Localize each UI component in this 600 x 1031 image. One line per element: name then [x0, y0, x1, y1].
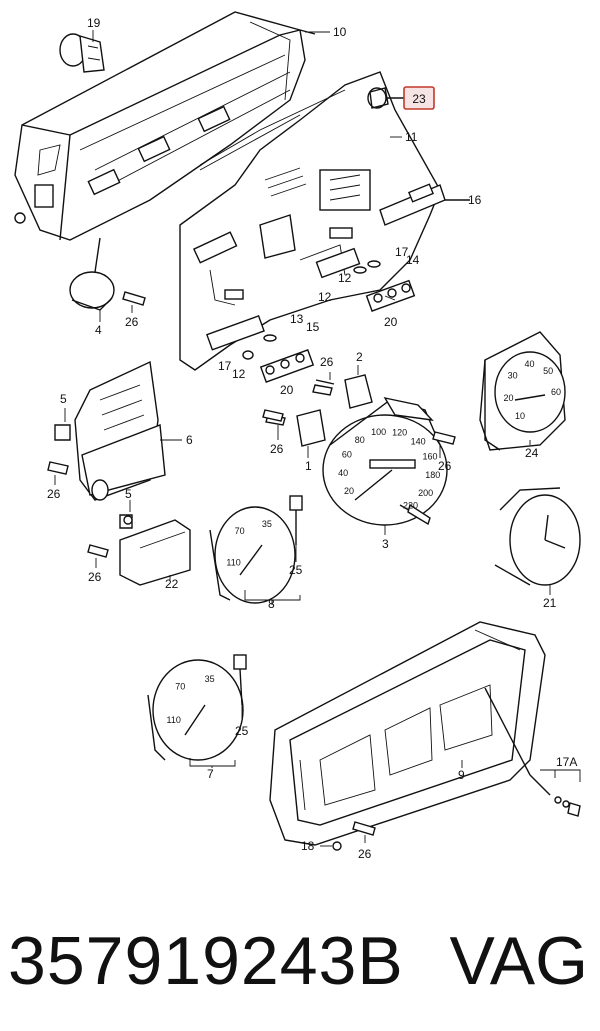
callout-16: 16 [468, 193, 482, 207]
callout-20-b: 20 [280, 383, 294, 397]
gauge-number: 70 [175, 681, 185, 691]
callout-12-b: 12 [318, 290, 332, 304]
part-9-instrument-frame [269, 621, 581, 851]
part-11-circuit-board [179, 71, 441, 371]
part-7-gauge: 110 70 35 [147, 654, 247, 761]
callout-11: 11 [405, 130, 418, 144]
callout-20-a: 20 [384, 315, 398, 329]
gauge-number: 35 [262, 519, 272, 529]
part-8-gauge: 110 70 35 [209, 495, 303, 604]
footer: 357919243B VAG [0, 905, 600, 1025]
gauge-number: 60 [551, 387, 561, 397]
brand-label: VAG [449, 923, 588, 999]
gauge-number: 200 [418, 488, 433, 498]
callout-17-b: 17 [218, 359, 232, 373]
leader-lines [54, 30, 581, 847]
gauge-number: 10 [515, 411, 525, 421]
gauge-number: 20 [344, 486, 354, 496]
callout-23-highlight [403, 86, 435, 110]
callout-25-a: 25 [289, 563, 303, 577]
gauge-number: 110 [226, 557, 240, 567]
callout-23: 23 [412, 92, 426, 106]
callout-2: 2 [356, 350, 363, 364]
bulb-group-lower [205, 315, 315, 383]
callout-26-e: 26 [47, 487, 61, 501]
callout-7: 7 [207, 767, 214, 781]
part-22-stabilizer [87, 514, 191, 586]
gauge-number: 30 [508, 371, 518, 381]
callout-21: 21 [543, 596, 557, 610]
callout-26-f: 26 [88, 570, 102, 584]
gauge-number: 100 [371, 427, 386, 437]
part-4-control-unit [69, 237, 146, 311]
part-21-clock [494, 487, 581, 586]
gauge-number: 50 [543, 366, 553, 376]
part-number: 357919243B [8, 923, 404, 999]
callout-17A: 17A [556, 755, 577, 769]
gauge-number: 160 [422, 452, 437, 462]
exploded-parts-diagram: 23 [14, 11, 581, 861]
callout-5-a: 5 [60, 392, 67, 406]
callout-14: 14 [406, 253, 420, 267]
callout-12-c: 12 [232, 367, 246, 381]
gauge-number: 120 [392, 427, 407, 437]
callout-26-g: 26 [358, 847, 372, 861]
part-1-connector [265, 409, 326, 447]
callout-26-a: 26 [125, 315, 139, 329]
callout-26-d: 26 [438, 459, 452, 473]
callout-22: 22 [165, 577, 179, 591]
callout-26-b: 26 [320, 355, 334, 369]
callout-24: 24 [525, 446, 539, 460]
gauge-number: 180 [425, 470, 440, 480]
screws [123, 379, 335, 525]
callout-17-a: 17 [395, 245, 409, 259]
callout-5-b: 5 [125, 487, 132, 501]
gauge-number: 40 [524, 359, 534, 369]
bulb-group-upper [315, 247, 416, 312]
callout-26-c: 26 [270, 442, 284, 456]
callout-9: 9 [458, 768, 465, 782]
callout-3: 3 [382, 537, 389, 551]
part-23-bulb-holder: 23 [367, 86, 435, 110]
callout-10: 10 [333, 25, 347, 39]
part-10-housing [14, 11, 316, 241]
gauge-number: 20 [503, 393, 513, 403]
gauge-number: 140 [411, 436, 426, 446]
callout-4: 4 [95, 323, 102, 337]
callout-8: 8 [268, 597, 275, 611]
gauge-number: 40 [338, 468, 348, 478]
gauge-number: 80 [355, 435, 365, 445]
callout-6: 6 [186, 433, 193, 447]
callout-18: 18 [301, 839, 315, 853]
callouts: 19 10 11 16 17 14 12 12 20 4 26 13 15 17… [47, 16, 577, 861]
callout-12-a: 12 [338, 271, 352, 285]
callout-13: 13 [290, 312, 304, 326]
callout-25-b: 25 [235, 724, 249, 738]
gauge-number: 70 [235, 526, 245, 536]
gauge-number: 110 [167, 715, 181, 725]
part-2-connector [312, 374, 373, 409]
part-19-knob [59, 33, 105, 73]
gauge-number: 35 [205, 674, 215, 684]
gauge-number: 220 [403, 501, 418, 511]
callout-15: 15 [306, 320, 320, 334]
part-6-circuit-module [47, 360, 166, 501]
gauge-number: 60 [342, 450, 352, 460]
callout-1: 1 [305, 459, 312, 473]
callout-19: 19 [87, 16, 101, 30]
